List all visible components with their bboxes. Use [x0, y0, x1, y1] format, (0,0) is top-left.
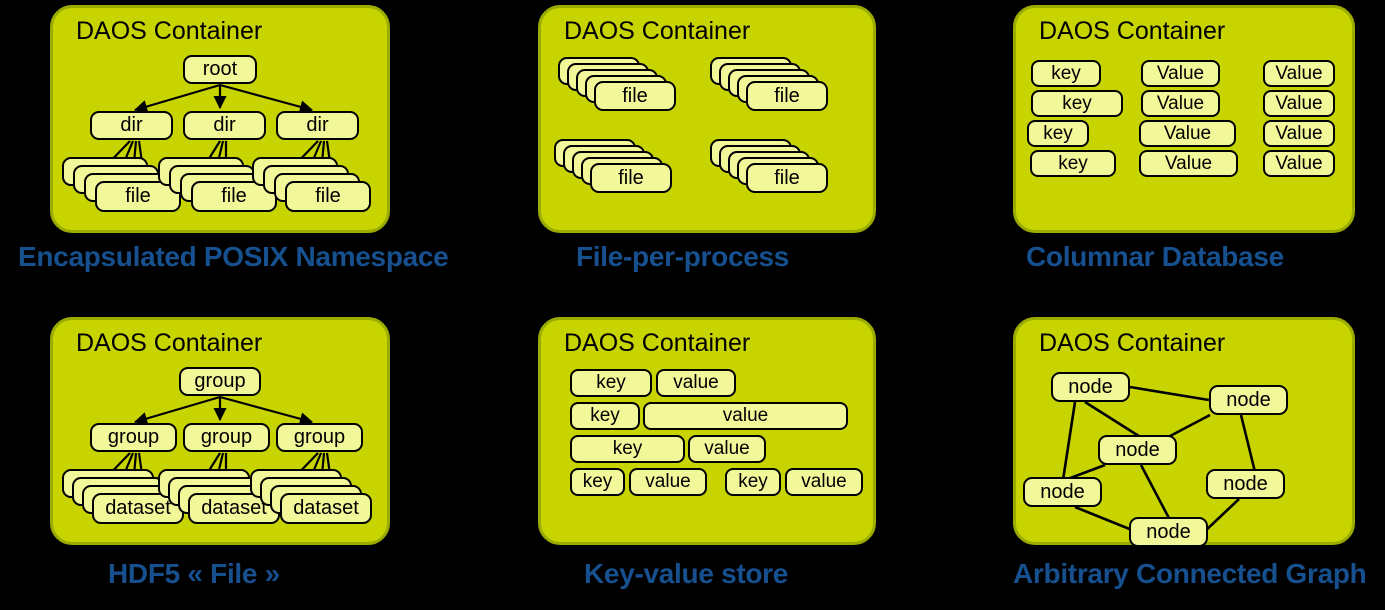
- columnar-value-cell[interactable]: Value: [1263, 150, 1335, 177]
- daos-container-box: [538, 317, 876, 545]
- panel-key-value-store: DAOS Container key value key value key v…: [538, 317, 876, 545]
- columnar-value-cell[interactable]: Value: [1139, 150, 1238, 177]
- graph-node[interactable]: node: [1129, 517, 1208, 547]
- file-node-label[interactable]: file: [285, 181, 371, 212]
- graph-node[interactable]: node: [1209, 385, 1288, 415]
- panel-arbitrary-connected-graph: DAOS Container node node node node node …: [1013, 317, 1355, 547]
- graph-node[interactable]: node: [1023, 477, 1102, 507]
- tree-group-node[interactable]: group: [90, 423, 177, 452]
- kv-key-box[interactable]: key: [570, 468, 625, 496]
- columnar-key-cell[interactable]: key: [1030, 150, 1116, 177]
- columnar-value-cell[interactable]: Value: [1263, 120, 1335, 147]
- columnar-key-cell[interactable]: key: [1027, 120, 1089, 147]
- panel-columnar-database: DAOS Container key key key key Value Val…: [1013, 5, 1355, 233]
- kv-key-box[interactable]: key: [570, 435, 685, 463]
- container-title: DAOS Container: [1039, 329, 1226, 357]
- panel-caption-columnar-database: Columnar Database: [1026, 241, 1284, 272]
- dataset-node-label[interactable]: dataset: [188, 493, 280, 524]
- kv-value-box[interactable]: value: [785, 468, 863, 496]
- kv-key-box[interactable]: key: [570, 402, 640, 430]
- panel-hdf5-file: DAOS Container group group group group: [50, 317, 390, 545]
- kv-key-box[interactable]: key: [725, 468, 781, 496]
- columnar-value-cell[interactable]: Value: [1141, 60, 1220, 87]
- daos-container-box: [538, 5, 876, 233]
- graph-node[interactable]: node: [1051, 372, 1130, 402]
- tree-root-node[interactable]: group: [179, 367, 261, 396]
- tree-group-node[interactable]: group: [183, 423, 270, 452]
- container-title: DAOS Container: [1039, 17, 1226, 45]
- columnar-value-cell[interactable]: Value: [1141, 90, 1220, 117]
- columnar-key-cell[interactable]: key: [1031, 90, 1123, 117]
- panel-file-per-process: DAOS Container file file file file: [538, 5, 876, 233]
- panel-caption-key-value-store: Key-value store: [584, 558, 789, 589]
- panel-encapsulated-posix-namespace: DAOS Container root: [50, 5, 390, 233]
- container-title: DAOS Container: [564, 329, 751, 357]
- tree-root-node[interactable]: root: [183, 55, 257, 84]
- container-title: DAOS Container: [564, 17, 751, 45]
- tree-dir-node[interactable]: dir: [90, 111, 173, 140]
- panel-caption-hdf5-file: HDF5 « File »: [108, 558, 280, 589]
- container-title: DAOS Container: [76, 17, 263, 45]
- panel-caption-encapsulated-posix-namespace: Encapsulated POSIX Namespace: [18, 241, 449, 272]
- container-title: DAOS Container: [76, 329, 263, 357]
- kv-value-box[interactable]: value: [643, 402, 848, 430]
- file-node-label[interactable]: file: [95, 181, 181, 212]
- file-node-label[interactable]: file: [746, 163, 828, 193]
- graph-node[interactable]: node: [1098, 435, 1177, 465]
- kv-value-box[interactable]: value: [688, 435, 766, 463]
- tree-dir-node[interactable]: dir: [276, 111, 359, 140]
- columnar-value-cell[interactable]: Value: [1263, 90, 1335, 117]
- file-node-label[interactable]: file: [746, 81, 828, 111]
- columnar-value-cell[interactable]: Value: [1139, 120, 1236, 147]
- file-node-label[interactable]: file: [594, 81, 676, 111]
- kv-value-box[interactable]: value: [656, 369, 736, 397]
- kv-key-box[interactable]: key: [570, 369, 652, 397]
- columnar-key-cell[interactable]: key: [1031, 60, 1101, 87]
- graph-node[interactable]: node: [1206, 469, 1285, 499]
- tree-group-node[interactable]: group: [276, 423, 363, 452]
- panel-caption-file-per-process: File-per-process: [576, 241, 790, 272]
- file-node-label[interactable]: file: [191, 181, 277, 212]
- dataset-node-label[interactable]: dataset: [92, 493, 184, 524]
- panel-caption-arbitrary-connected-graph: Arbitrary Connected Graph: [1013, 558, 1367, 589]
- file-node-label[interactable]: file: [590, 163, 672, 193]
- columnar-value-cell[interactable]: Value: [1263, 60, 1335, 87]
- daos-container-box: [1013, 5, 1355, 233]
- dataset-node-label[interactable]: dataset: [280, 493, 372, 524]
- tree-dir-node[interactable]: dir: [183, 111, 266, 140]
- kv-value-box[interactable]: value: [629, 468, 707, 496]
